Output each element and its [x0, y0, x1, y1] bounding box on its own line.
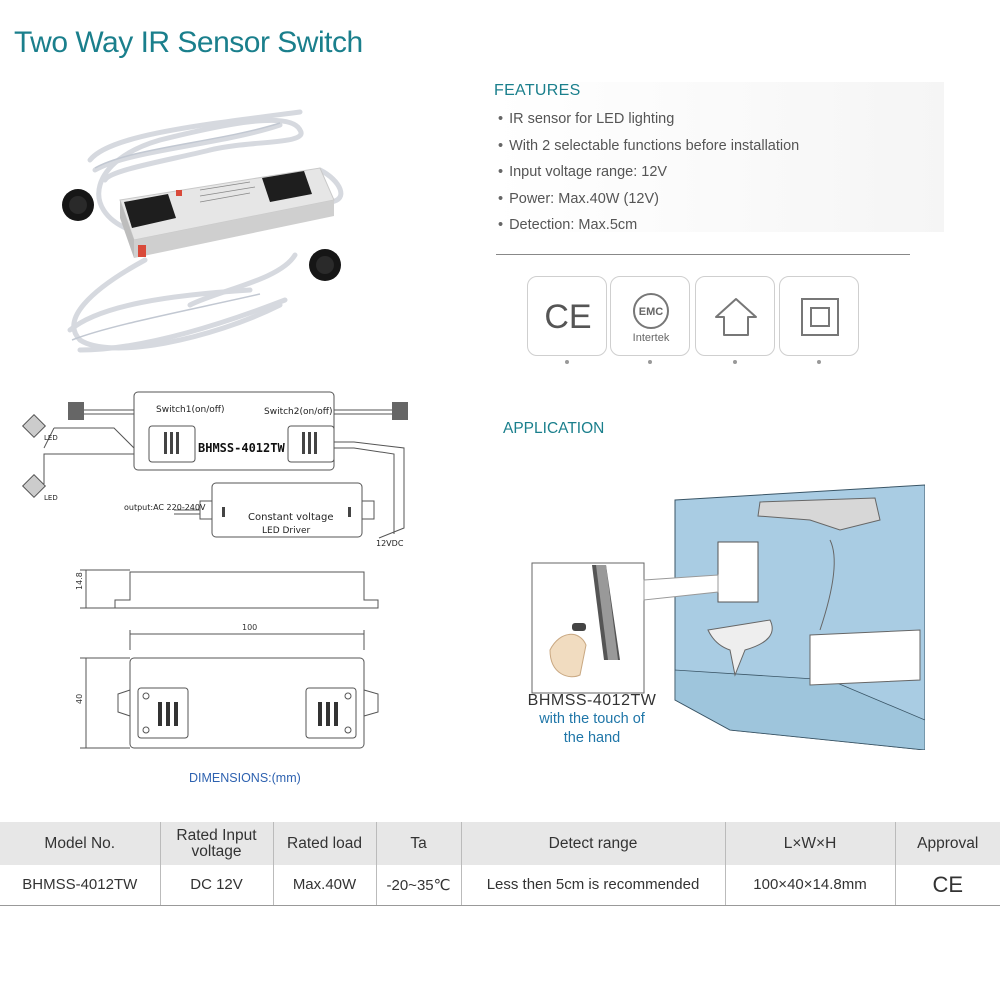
led1-label: LED: [44, 434, 58, 442]
application-illustration: [531, 484, 925, 750]
cell-rated-load: Max.40W: [273, 865, 377, 906]
feature-item: Detection: Max.5cm: [498, 216, 799, 243]
driver-label-line1: Constant voltage: [248, 512, 334, 523]
carousel-dot: [648, 360, 652, 364]
feature-item: Power: Max.40W (12V): [498, 190, 799, 217]
table-header-row: Model No. Rated Input voltage Rated load…: [0, 822, 1000, 865]
header-rated-load: Rated load: [273, 822, 377, 865]
wiring-diagram: Switch1(on/off) Switch2(on/off) BHMSS-40…: [21, 391, 408, 548]
width-dimension: 40: [75, 694, 84, 704]
feature-item: Input voltage range: 12V: [498, 163, 799, 190]
application-heading: APPLICATION: [503, 420, 605, 437]
page-title: Two Way IR Sensor Switch: [14, 26, 363, 59]
emc-text: EMC: [639, 306, 664, 318]
feature-item: IR sensor for LED lighting: [498, 110, 799, 137]
double-insulation-icon: [801, 298, 839, 336]
header-lwh: L×W×H: [725, 822, 896, 865]
emc-intertek-icon: EMC Intertek: [633, 293, 670, 344]
ce-mark-text: CE: [544, 298, 591, 336]
carousel-dot: [733, 360, 737, 364]
cell-model-no: BHMSS-4012TW: [0, 865, 161, 906]
ce-cert-badge: CE: [527, 276, 607, 356]
length-dimension: 100: [242, 623, 257, 632]
indoor-use-badge: [695, 276, 775, 356]
wiring-model-label: BHMSS-4012TW: [198, 441, 285, 455]
cell-approval: CE: [895, 865, 1000, 906]
features-list: IR sensor for LED lighting With 2 select…: [498, 110, 799, 243]
header-rated-input-voltage: Rated Input voltage: [160, 822, 274, 865]
emc-cert-badge: EMC Intertek: [610, 276, 690, 356]
features-heading: FEATURES: [494, 82, 581, 99]
header-approval: Approval: [895, 822, 1000, 865]
application-desc-line1: with the touch of: [539, 711, 645, 727]
spec-table: Model No. Rated Input voltage Rated load…: [0, 822, 1000, 906]
header-detect-range: Detect range: [461, 822, 726, 865]
features-divider: [496, 254, 910, 255]
carousel-dot: [565, 360, 569, 364]
dimensions-label: DIMENSIONS:(mm): [189, 771, 301, 785]
ce-mark-icon: CE: [544, 298, 591, 336]
dc-label: 12VDC: [376, 539, 404, 548]
carousel-dot: [817, 360, 821, 364]
cell-lwh: 100×40×14.8mm: [725, 865, 896, 906]
application-caption: BHMSS-4012TW with the touch of the hand: [512, 692, 672, 748]
product-photo: [62, 109, 344, 353]
dimension-drawing: 14.8 100 40: [75, 569, 379, 749]
height-dimension: 14.8: [75, 572, 84, 590]
switch2-label: Switch2(on/off): [264, 407, 332, 417]
feature-item: With 2 selectable functions before insta…: [498, 137, 799, 164]
cell-input-voltage: DC 12V: [160, 865, 274, 906]
intertek-text: Intertek: [633, 332, 670, 344]
header-model-no: Model No.: [0, 822, 161, 865]
cell-ta: -20~35℃: [376, 865, 462, 906]
header-ta: Ta: [376, 822, 462, 865]
class-ii-badge: [779, 276, 859, 356]
switch1-label: Switch1(on/off): [156, 405, 224, 415]
table-row: BHMSS-4012TW DC 12V Max.40W -20~35℃ Less…: [0, 865, 1000, 906]
driver-label-line2: LED Driver: [262, 526, 310, 536]
output-label: output:AC 220-240V: [124, 503, 206, 512]
house-icon: [715, 298, 757, 336]
led2-label: LED: [44, 494, 58, 502]
features-panel: FEATURES IR sensor for LED lighting With…: [494, 82, 944, 233]
application-desc-line2: the hand: [563, 730, 621, 746]
cell-detect-range: Less then 5cm is recommended: [461, 865, 726, 906]
application-model: BHMSS-4012TW: [527, 692, 657, 709]
